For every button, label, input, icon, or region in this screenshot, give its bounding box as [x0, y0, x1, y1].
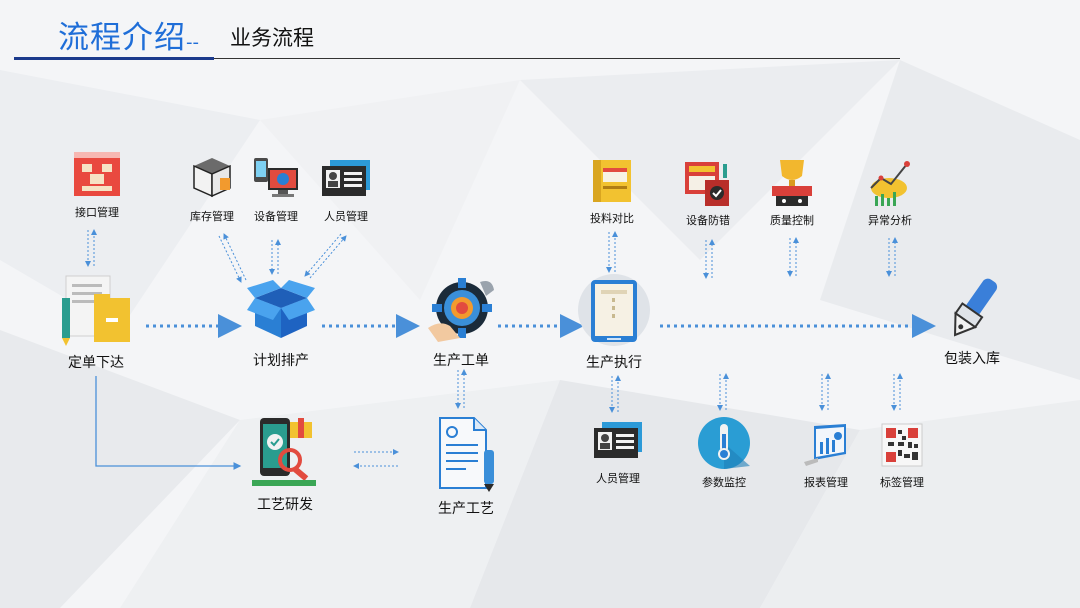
id-card-icon [592, 420, 644, 460]
inventory-box-icon [190, 156, 234, 198]
node-label: 库存管理 [180, 208, 244, 224]
node-label: 定单下达 [56, 352, 136, 372]
node-label: 质量控制 [760, 212, 824, 228]
node-label: 生产工艺 [424, 498, 508, 518]
analysis-chart-icon [865, 158, 915, 208]
node-inventory-mgmt[interactable]: 库存管理 [180, 156, 244, 224]
report-chart-icon [802, 422, 850, 466]
errorproof-icon [683, 160, 733, 208]
node-label: 标签管理 [870, 474, 934, 490]
node-label: 包装入库 [930, 348, 1014, 368]
qr-code-icon [880, 422, 924, 468]
page-title: 流程介绍-- [58, 12, 199, 57]
thermometer-icon [696, 416, 752, 470]
node-equipment-mgmt[interactable]: 设备管理 [244, 156, 308, 224]
node-process-rnd[interactable]: 工艺研发 [240, 416, 330, 514]
tablet-icon [577, 272, 651, 348]
material-book-icon [589, 158, 635, 204]
phone-check-icon [250, 416, 320, 490]
node-label-mgmt[interactable]: 标签管理 [870, 422, 934, 490]
node-label: 参数监控 [692, 474, 756, 490]
node-label: 投料对比 [580, 210, 644, 226]
open-box-icon [245, 280, 317, 342]
node-label: 设备防错 [676, 212, 740, 228]
node-work-order[interactable]: 生产工单 [420, 276, 502, 370]
node-label: 接口管理 [62, 204, 132, 220]
gear-hand-icon [426, 276, 496, 344]
node-production-process[interactable]: 生产工艺 [424, 416, 508, 518]
node-planning[interactable]: 计划排产 [240, 280, 322, 370]
title-separator: -- [186, 32, 199, 53]
title-main-text: 流程介绍 [58, 20, 186, 56]
node-label: 人员管理 [314, 208, 378, 224]
node-material-compare[interactable]: 投料对比 [580, 158, 644, 226]
node-label: 异常分析 [858, 212, 922, 228]
node-personnel-mgmt-bottom[interactable]: 人员管理 [586, 420, 650, 486]
node-label: 设备管理 [244, 208, 308, 224]
interface-icon [72, 150, 122, 198]
node-label: 报表管理 [794, 474, 858, 490]
trophy-icon [768, 158, 816, 208]
node-label: 工艺研发 [240, 494, 330, 514]
node-packing[interactable]: 包装入库 [930, 274, 1014, 368]
node-personnel-mgmt-top[interactable]: 人员管理 [314, 158, 378, 224]
id-card-icon [320, 158, 372, 198]
node-execution[interactable]: 生产执行 [572, 272, 656, 372]
node-interface-mgmt[interactable]: 接口管理 [62, 150, 132, 220]
node-anomaly-analysis[interactable]: 异常分析 [858, 158, 922, 228]
node-label: 生产执行 [572, 352, 656, 372]
packing-pen-icon [937, 274, 1007, 344]
equipment-monitor-icon [252, 156, 300, 200]
node-label: 生产工单 [420, 350, 502, 370]
order-document-icon [60, 272, 132, 348]
node-param-monitor[interactable]: 参数监控 [692, 416, 756, 490]
node-quality-control[interactable]: 质量控制 [760, 158, 824, 228]
node-label: 人员管理 [586, 470, 650, 486]
node-report-mgmt[interactable]: 报表管理 [794, 422, 858, 490]
process-document-icon [434, 416, 498, 492]
header-accent-bar [14, 57, 214, 60]
page-subtitle: 业务流程 [230, 22, 314, 52]
node-order-release[interactable]: 定单下达 [56, 272, 136, 372]
node-equipment-errorproof[interactable]: 设备防错 [676, 160, 740, 228]
node-label: 计划排产 [240, 350, 322, 370]
